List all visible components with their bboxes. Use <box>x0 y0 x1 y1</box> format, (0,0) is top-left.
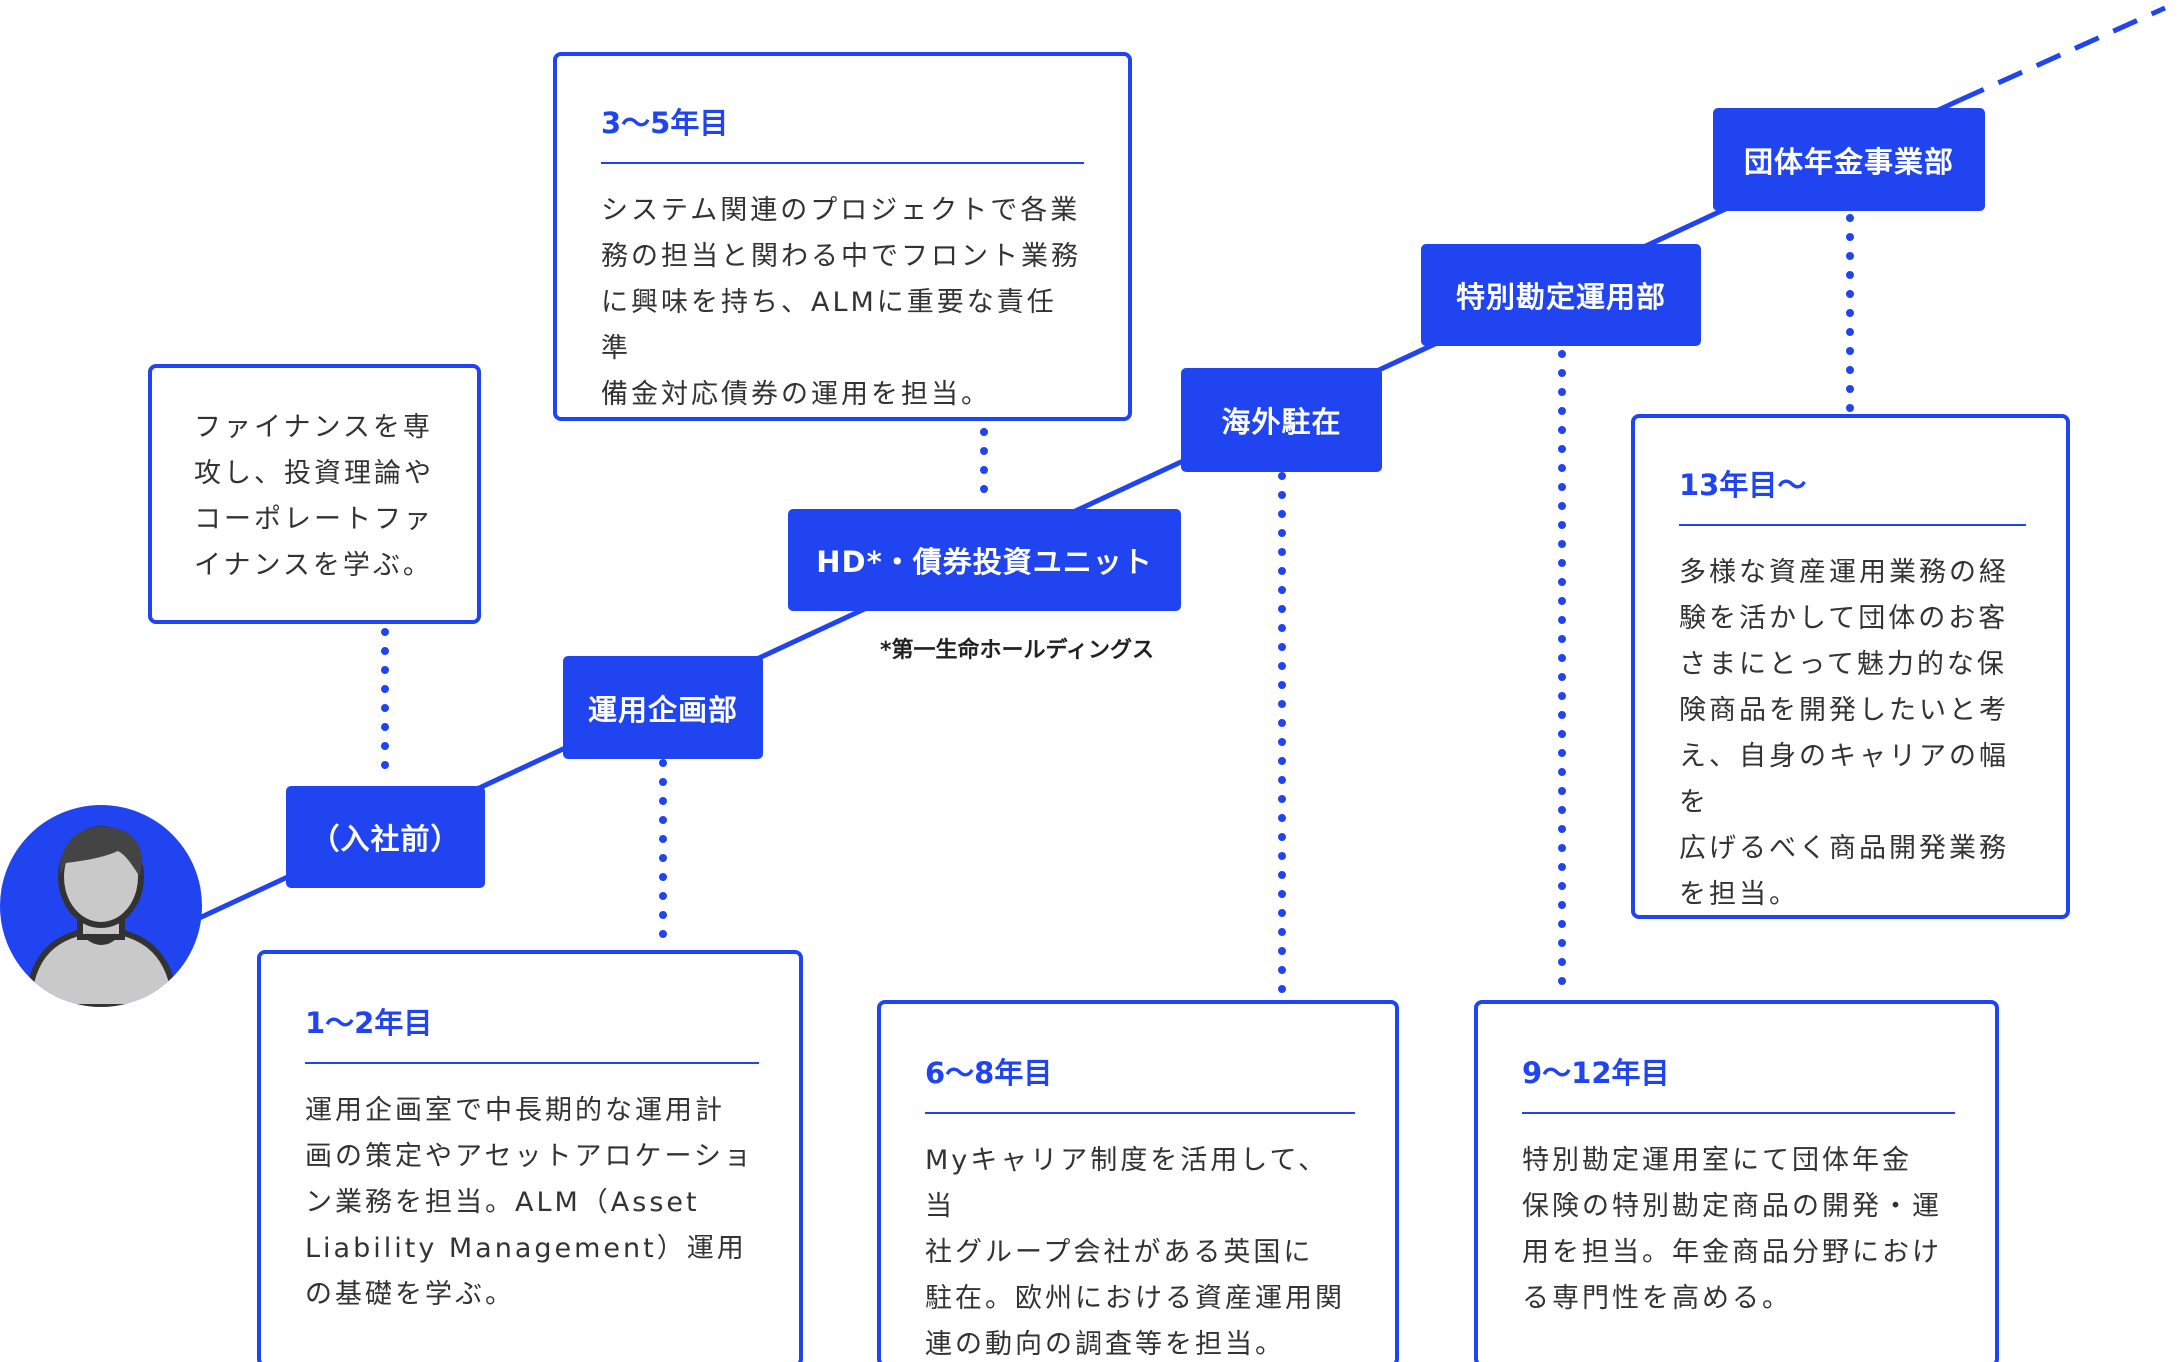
card-years-1-2-heading: 1〜2年目 <box>305 1000 759 1064</box>
card-years-1-2-text: 運用企画室で中長期的な運用計 画の策定やアセットアロケーショ ン業務を担当。AL… <box>305 1095 754 1310</box>
card-years-9-12-heading: 9〜12年目 <box>1522 1050 1955 1114</box>
card-pre-entry: ファイナンスを専 攻し、投資理論や コーポレートファ イナンスを学ぶ。 <box>148 364 481 624</box>
step-hd-bond-unit: HD*・債券投資ユニット <box>788 509 1181 611</box>
card-years-3-5-heading: 3〜5年目 <box>601 100 1084 164</box>
card-years-3-5-text: システム関連のプロジェクトで各業 務の担当と関わる中でフロント業務 に興味を持ち… <box>601 195 1081 410</box>
card-years-13: 13年目〜 多様な資産運用業務の経 験を活かして団体のお客 さまにとって魅力的な… <box>1631 414 2070 919</box>
card-pre-entry-text: ファイナンスを専 攻し、投資理論や コーポレートファ イナンスを学ぶ。 <box>194 412 434 581</box>
step-special-account: 特別勘定運用部 <box>1421 244 1701 346</box>
person-avatar-icon <box>0 805 202 1007</box>
step-pre-entry: （入社前） <box>286 786 485 888</box>
step-group-pension: 団体年金事業部 <box>1713 108 1985 211</box>
card-years-3-5: 3〜5年目 システム関連のプロジェクトで各業 務の担当と関わる中でフロント業務 … <box>553 52 1132 421</box>
step-planning-dept: 運用企画部 <box>563 656 763 759</box>
card-years-6-8: 6〜8年目 Myキャリア制度を活用して、当 社グループ会社がある英国に 駐在。欧… <box>877 1000 1399 1362</box>
card-years-9-12-text: 特別勘定運用室にて団体年金 保険の特別勘定商品の開発・運 用を担当。年金商品分野… <box>1522 1145 1942 1314</box>
step-overseas: 海外駐在 <box>1181 368 1382 472</box>
card-years-13-heading: 13年目〜 <box>1679 462 2026 526</box>
footnote: *第一生命ホールディングス <box>880 638 1154 663</box>
card-years-13-text: 多様な資産運用業務の経 験を活かして団体のお客 さまにとって魅力的な保 険商品を… <box>1679 557 2009 910</box>
card-years-1-2: 1〜2年目 運用企画室で中長期的な運用計 画の策定やアセットアロケーショ ン業務… <box>257 950 803 1362</box>
career-line-continuation <box>1958 5 2167 103</box>
card-years-6-8-heading: 6〜8年目 <box>925 1050 1355 1114</box>
card-years-6-8-text: Myキャリア制度を活用して、当 社グループ会社がある英国に 駐在。欧州における資… <box>925 1145 1345 1360</box>
card-years-9-12: 9〜12年目 特別勘定運用室にて団体年金 保険の特別勘定商品の開発・運 用を担当… <box>1474 1000 1999 1362</box>
